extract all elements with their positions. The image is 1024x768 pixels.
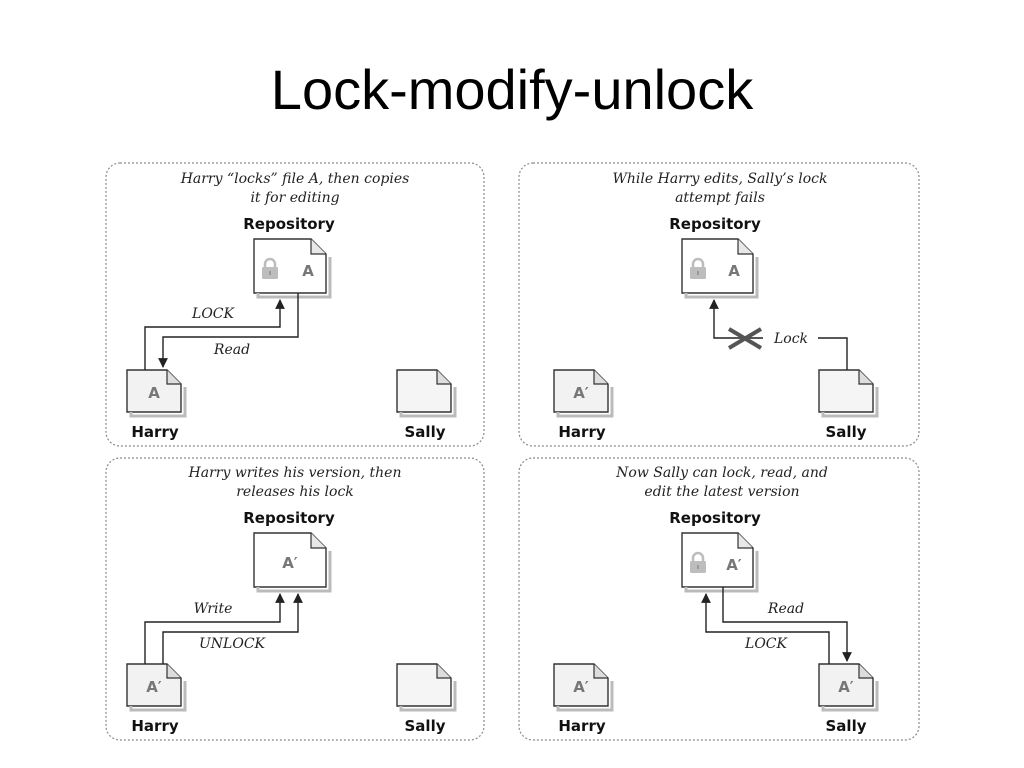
panel-caption-line-2: it for editing — [250, 190, 339, 206]
sally-lock-wire — [818, 337, 848, 370]
repository-file-label: A′ — [282, 554, 298, 572]
harry-file-icon — [553, 663, 614, 712]
harry-file-icon — [126, 663, 187, 712]
read-edge-label: Read — [213, 342, 250, 358]
harry-label: Harry — [558, 423, 605, 441]
sally-label: Sally — [826, 717, 867, 735]
harry-file-label: A′ — [573, 384, 589, 402]
harry-label: Harry — [558, 717, 605, 735]
write-edge-label: Write — [194, 601, 233, 617]
write-arrow — [144, 593, 285, 664]
unlock-arrow — [162, 593, 303, 664]
read-arrow — [158, 293, 299, 368]
panel-4: Now Sally can lock, read, and edit the l… — [518, 457, 920, 741]
panel-border — [518, 457, 920, 741]
read-arrow — [722, 587, 852, 662]
sally-file-icon — [396, 663, 457, 712]
panel-3: Harry writes his version, then releases … — [105, 457, 485, 741]
sally-label: Sally — [405, 423, 446, 441]
repository-file-icon — [681, 532, 759, 593]
unlock-edge-label: UNLOCK — [199, 636, 267, 652]
lock-arrow — [144, 299, 285, 370]
read-edge-label: Read — [767, 601, 804, 617]
fail-x-icon — [727, 327, 763, 350]
repository-label: Repository — [669, 509, 761, 527]
lock-edge-label: LOCK — [744, 636, 788, 652]
sally-label: Sally — [405, 717, 446, 735]
lock-edge-label: LOCK — [191, 306, 235, 322]
panel-caption-line-2: attempt fails — [675, 190, 765, 206]
harry-file-label: A′ — [573, 678, 589, 696]
harry-file-label: A — [148, 384, 160, 402]
panel-caption-line-1: Harry writes his version, then — [188, 465, 402, 481]
panel-1: Harry “locks” file A, then copies it for… — [105, 162, 485, 447]
sally-file-icon — [818, 663, 879, 712]
harry-label: Harry — [131, 423, 178, 441]
repository-file-label: A′ — [726, 556, 742, 574]
repository-file-icon — [253, 532, 332, 593]
panel-caption-line-2: edit the latest version — [644, 484, 799, 500]
lock-arrow — [701, 593, 830, 664]
repository-label: Repository — [669, 215, 761, 233]
sally-file-icon — [396, 369, 457, 418]
harry-label: Harry — [131, 717, 178, 735]
repository-file-label: A — [302, 262, 314, 280]
panel-caption-line-1: Now Sally can lock, read, and — [615, 465, 828, 481]
panel-border — [518, 162, 920, 447]
sally-label: Sally — [826, 423, 867, 441]
repository-file-icon — [253, 238, 332, 299]
repository-label: Repository — [243, 509, 335, 527]
slide-title: Lock-modify-unlock — [270, 58, 754, 121]
harry-file-icon — [126, 369, 187, 418]
panel-caption-line-1: Harry “locks” file A, then copies — [180, 171, 410, 187]
harry-file-icon — [553, 369, 614, 418]
sally-file-icon — [818, 369, 879, 418]
repository-file-icon — [681, 238, 759, 299]
panel-caption-line-2: releases his lock — [236, 484, 354, 500]
sally-file-label: A′ — [838, 678, 854, 696]
lock-edge-label: Lock — [773, 331, 808, 347]
panel-border — [105, 162, 485, 447]
panel-2: While Harry edits, Sally’s lock attempt … — [518, 162, 920, 447]
repository-label: Repository — [243, 215, 335, 233]
panel-caption-line-1: While Harry edits, Sally’s lock — [613, 171, 828, 187]
harry-file-label: A′ — [146, 678, 162, 696]
repository-file-label: A — [728, 262, 740, 280]
